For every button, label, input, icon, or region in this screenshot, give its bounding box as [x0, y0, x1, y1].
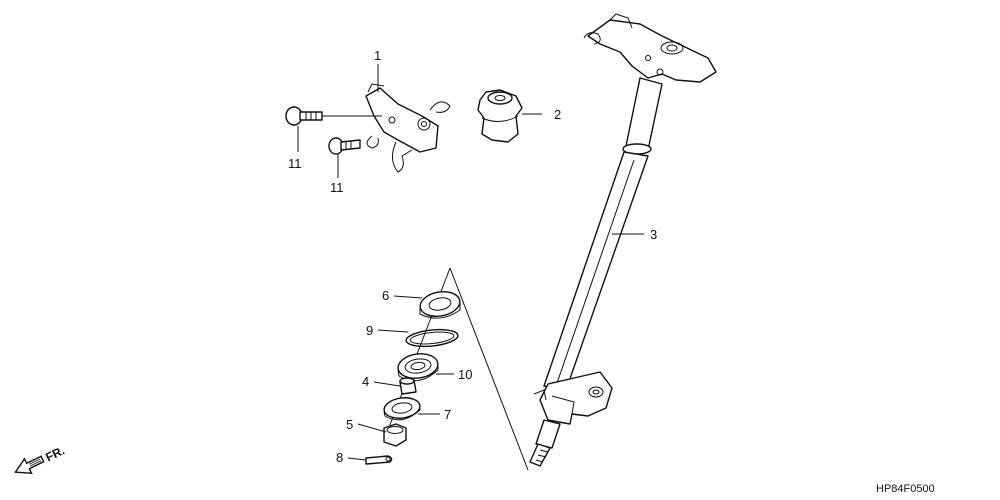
label-part-11-lower: 11	[330, 180, 344, 195]
cotter-pin-part-8	[365, 455, 393, 465]
label-part-11-upper: 11	[288, 156, 302, 171]
label-part-7: 7	[444, 407, 451, 422]
front-arrow-icon	[14, 455, 45, 474]
oil-seal-part-6	[419, 290, 461, 319]
label-part-5: 5	[346, 417, 353, 432]
label-part-6: 6	[382, 288, 389, 303]
bracket-part-1	[365, 83, 451, 173]
diagram-code: HP84F0500	[876, 483, 935, 495]
part-labels: 1 2 3 11 11 6 9 10 4 7 5 8	[288, 48, 657, 465]
bearing-part-7	[383, 397, 421, 421]
front-direction-marker: FR.	[14, 443, 67, 474]
collar-part-4	[399, 377, 417, 395]
label-part-10: 10	[458, 367, 472, 382]
front-marker-label: FR.	[43, 443, 67, 464]
bolt-11-lower	[328, 137, 361, 155]
circlip-part-9	[405, 328, 459, 348]
steering-shaft	[529, 13, 717, 467]
label-part-2: 2	[554, 107, 561, 122]
bushing-part-2	[477, 89, 523, 143]
label-part-4: 4	[362, 374, 369, 389]
label-part-8: 8	[336, 450, 343, 465]
nut-part-5	[383, 423, 407, 447]
bearing-part-10	[397, 353, 439, 382]
label-part-3: 3	[650, 227, 657, 242]
label-part-1: 1	[374, 48, 381, 63]
bolt-11-upper	[285, 106, 323, 126]
label-part-9: 9	[366, 323, 373, 338]
leader-lines	[297, 64, 644, 461]
